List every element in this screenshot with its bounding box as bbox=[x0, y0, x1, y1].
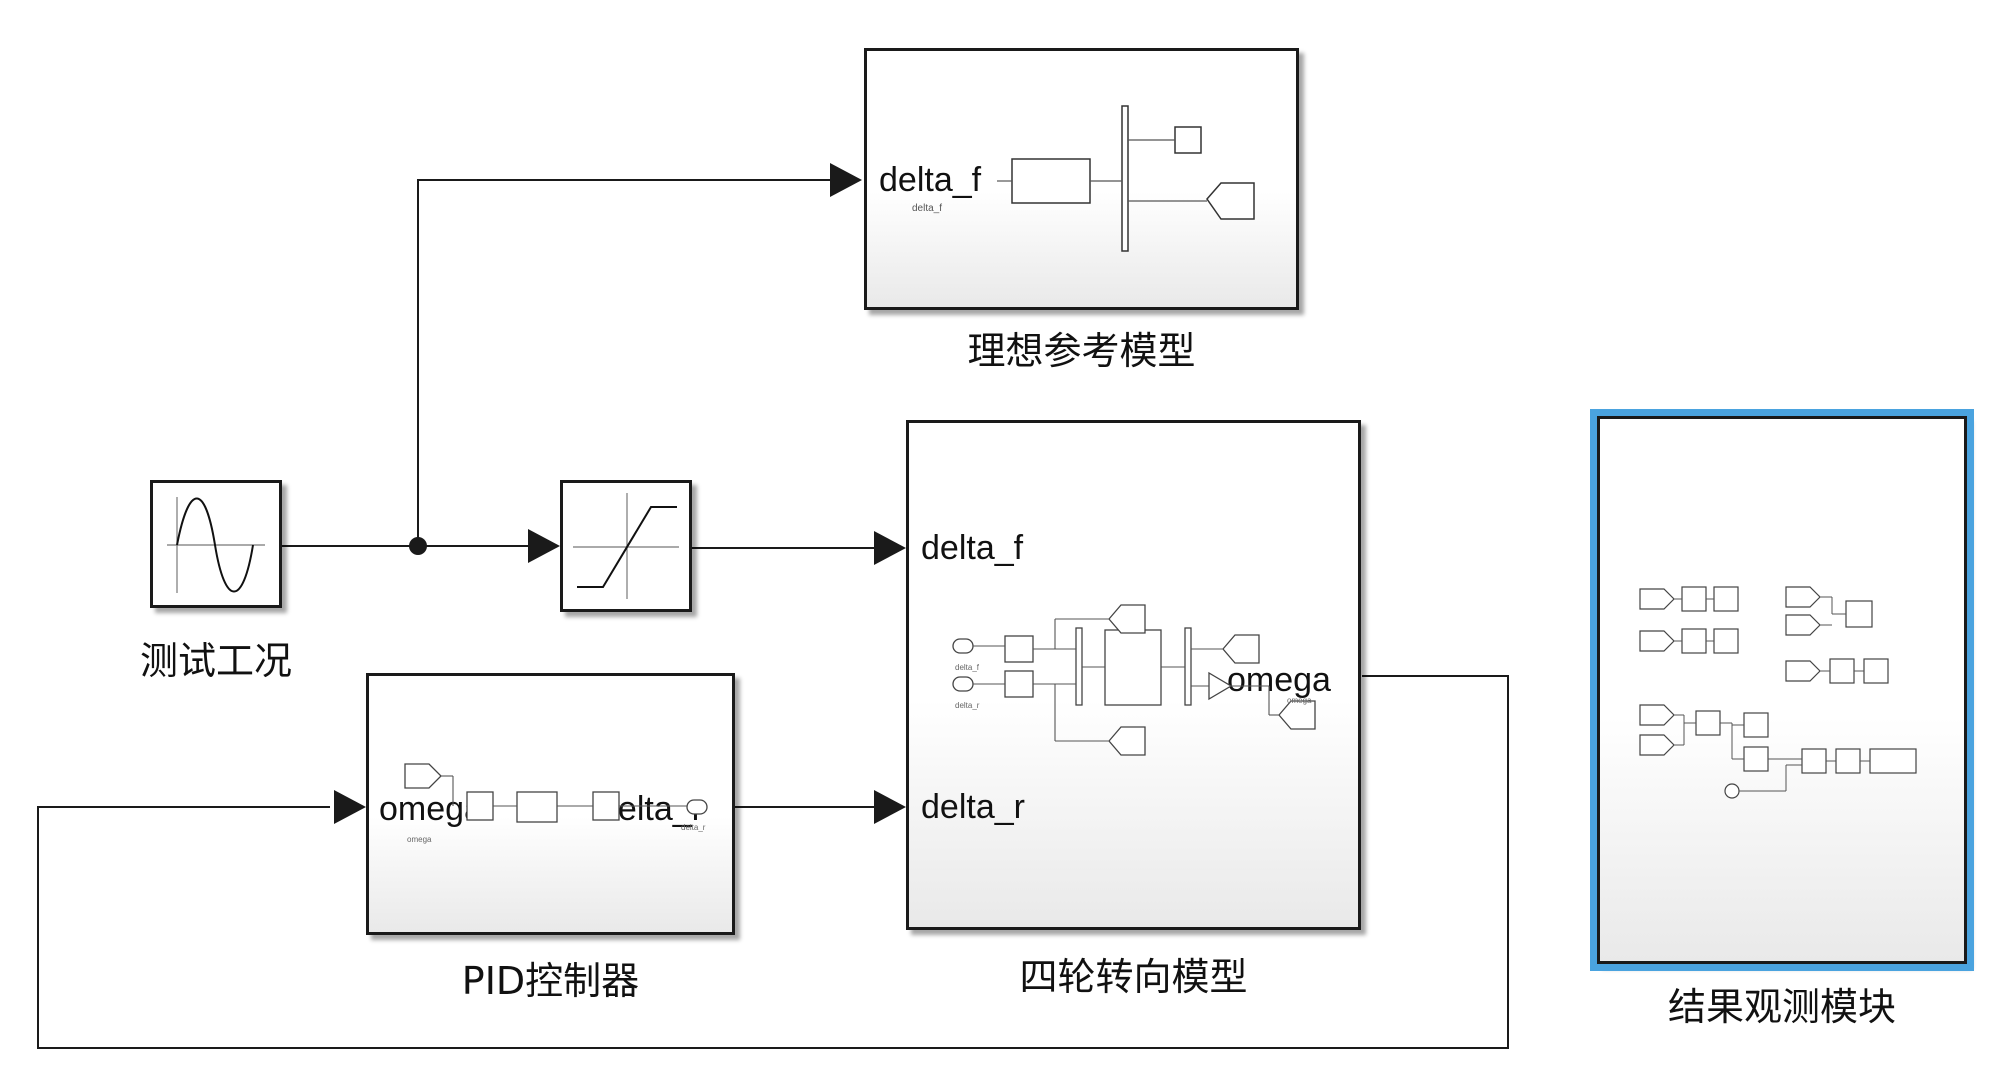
arrow-saturation-in bbox=[528, 529, 560, 563]
thumb-gain-block bbox=[1011, 158, 1091, 204]
thumb-gain-2 bbox=[1004, 670, 1034, 698]
results-observation-module-caption: 结果观测模块 bbox=[1667, 985, 1896, 1029]
four-wheel-model-thumbnail: delta_f delta_r omega bbox=[952, 604, 1316, 756]
thumb-demux bbox=[1184, 627, 1192, 706]
thumb-from-1 bbox=[1639, 588, 1675, 610]
thumb-constant bbox=[1724, 783, 1740, 799]
thumb-goto-3 bbox=[1222, 634, 1260, 664]
saturation-icon bbox=[573, 493, 679, 599]
thumb-label-delta_r: delta_r bbox=[681, 823, 706, 832]
thumb-sum bbox=[466, 791, 494, 821]
thumb-from-7 bbox=[1639, 734, 1675, 756]
line-branch-to-ideal-model bbox=[417, 179, 830, 546]
pid-controller-block[interactable]: omega delta_r omega delta_r bbox=[366, 673, 735, 935]
thumb-sat bbox=[592, 791, 620, 821]
pid-controller-caption: PID控制器 bbox=[461, 959, 640, 1003]
thumb-mux-bar bbox=[1121, 105, 1129, 252]
port-label-omega: omega bbox=[379, 790, 483, 828]
thumb-from-3 bbox=[1785, 586, 1821, 608]
thumb-mux-1 bbox=[1075, 627, 1083, 706]
thumb-from-delta_r bbox=[952, 676, 974, 692]
thumb-gain-1 bbox=[1004, 635, 1034, 663]
thumb-goto-2 bbox=[1108, 726, 1146, 756]
thumb-from-6 bbox=[1639, 704, 1675, 726]
thumb-from-4 bbox=[1785, 614, 1821, 636]
ideal-reference-model-block[interactable]: delta_f delta_f bbox=[864, 48, 1299, 310]
port-label-omega: omega bbox=[1227, 661, 1331, 699]
line-feedback-omega bbox=[37, 675, 1509, 1049]
arrow-4ws-delta_r-in bbox=[874, 790, 906, 824]
thumb-pid bbox=[516, 791, 558, 823]
arrow-pid-in bbox=[334, 790, 366, 824]
thumb-state-space bbox=[1104, 629, 1162, 706]
thumb-from-omega bbox=[404, 763, 442, 789]
port-label-delta_r: delta_r bbox=[921, 788, 1025, 826]
thumb-goto-1 bbox=[1108, 604, 1146, 634]
thumb-from-5 bbox=[1785, 660, 1821, 682]
arrow-ideal-model-in bbox=[830, 163, 862, 197]
thumb-label-omega: omega bbox=[1287, 696, 1312, 705]
thumb-label-omega: omega bbox=[407, 835, 432, 844]
thumb-label-delta_r: delta_r bbox=[955, 701, 980, 710]
thumb-inport-label: delta_f bbox=[912, 203, 942, 214]
thumb-gain-tri bbox=[1208, 671, 1233, 701]
thumb-goto-tag bbox=[1206, 182, 1255, 220]
sine-wave-source-block[interactable] bbox=[150, 480, 282, 608]
thumb-label-delta_f: delta_f bbox=[955, 663, 980, 672]
observer-thumbnail bbox=[1639, 586, 1917, 799]
thumb-from-delta_f bbox=[952, 638, 974, 654]
ideal-reference-model-caption: 理想参考模型 bbox=[967, 329, 1196, 373]
four-wheel-steering-model-caption: 四轮转向模型 bbox=[1019, 955, 1248, 999]
sine-wave-icon bbox=[167, 497, 265, 593]
results-observation-module-block[interactable] bbox=[1590, 409, 1974, 971]
thumb-from-2 bbox=[1639, 630, 1675, 652]
ideal-model-thumbnail: delta_f bbox=[912, 105, 1255, 252]
sine-wave-source-caption: 测试工况 bbox=[139, 639, 292, 683]
port-label-delta_f: delta_f bbox=[879, 161, 982, 199]
saturation-block[interactable] bbox=[560, 480, 692, 612]
thumb-outport bbox=[686, 799, 708, 815]
thumb-goto-omega bbox=[1278, 700, 1316, 730]
thumb-out-block bbox=[1174, 126, 1202, 154]
branch-point bbox=[409, 537, 427, 555]
arrow-4ws-delta_f-in bbox=[874, 531, 906, 565]
four-wheel-steering-model-block[interactable]: delta_f delta_r omega bbox=[906, 420, 1361, 930]
port-label-delta_f: delta_f bbox=[921, 529, 1024, 567]
pid-controller-thumbnail: omega delta_r bbox=[404, 763, 708, 844]
